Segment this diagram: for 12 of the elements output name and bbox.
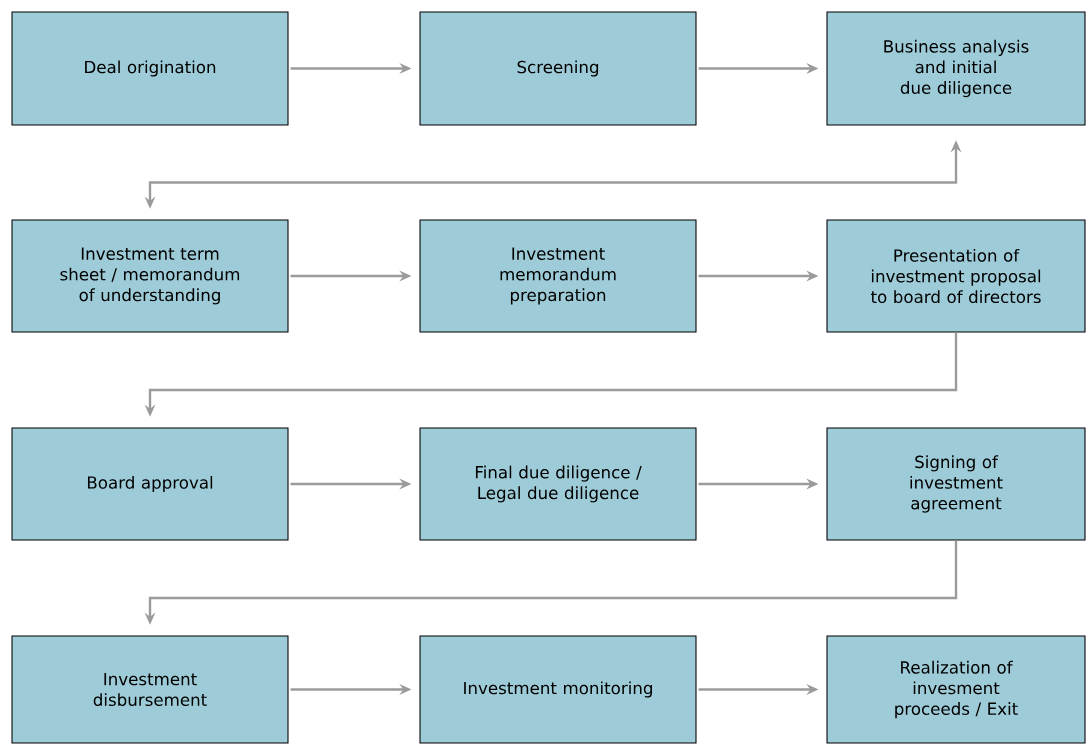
process-box: Investment memorandum preparation — [419, 219, 697, 333]
process-box: Deal origination — [11, 11, 289, 126]
process-box: Screening — [419, 11, 697, 126]
process-box: Investment disbursement — [11, 635, 289, 744]
process-box: Presentation of investment proposal to board of directors — [826, 219, 1086, 333]
process-box: Board approval — [11, 427, 289, 541]
process-box: Signing of investment agreement — [826, 427, 1086, 541]
process-box: Final due diligence / Legal due diligence — [419, 427, 697, 541]
process-box: Investment monitoring — [419, 635, 697, 744]
process-box: Investment term sheet / memorandum of understanding — [11, 219, 289, 333]
process-box: Realization of invesment proceeds / Exit — [826, 635, 1086, 744]
process-box: Business analysis and initial due diligence — [826, 11, 1086, 126]
